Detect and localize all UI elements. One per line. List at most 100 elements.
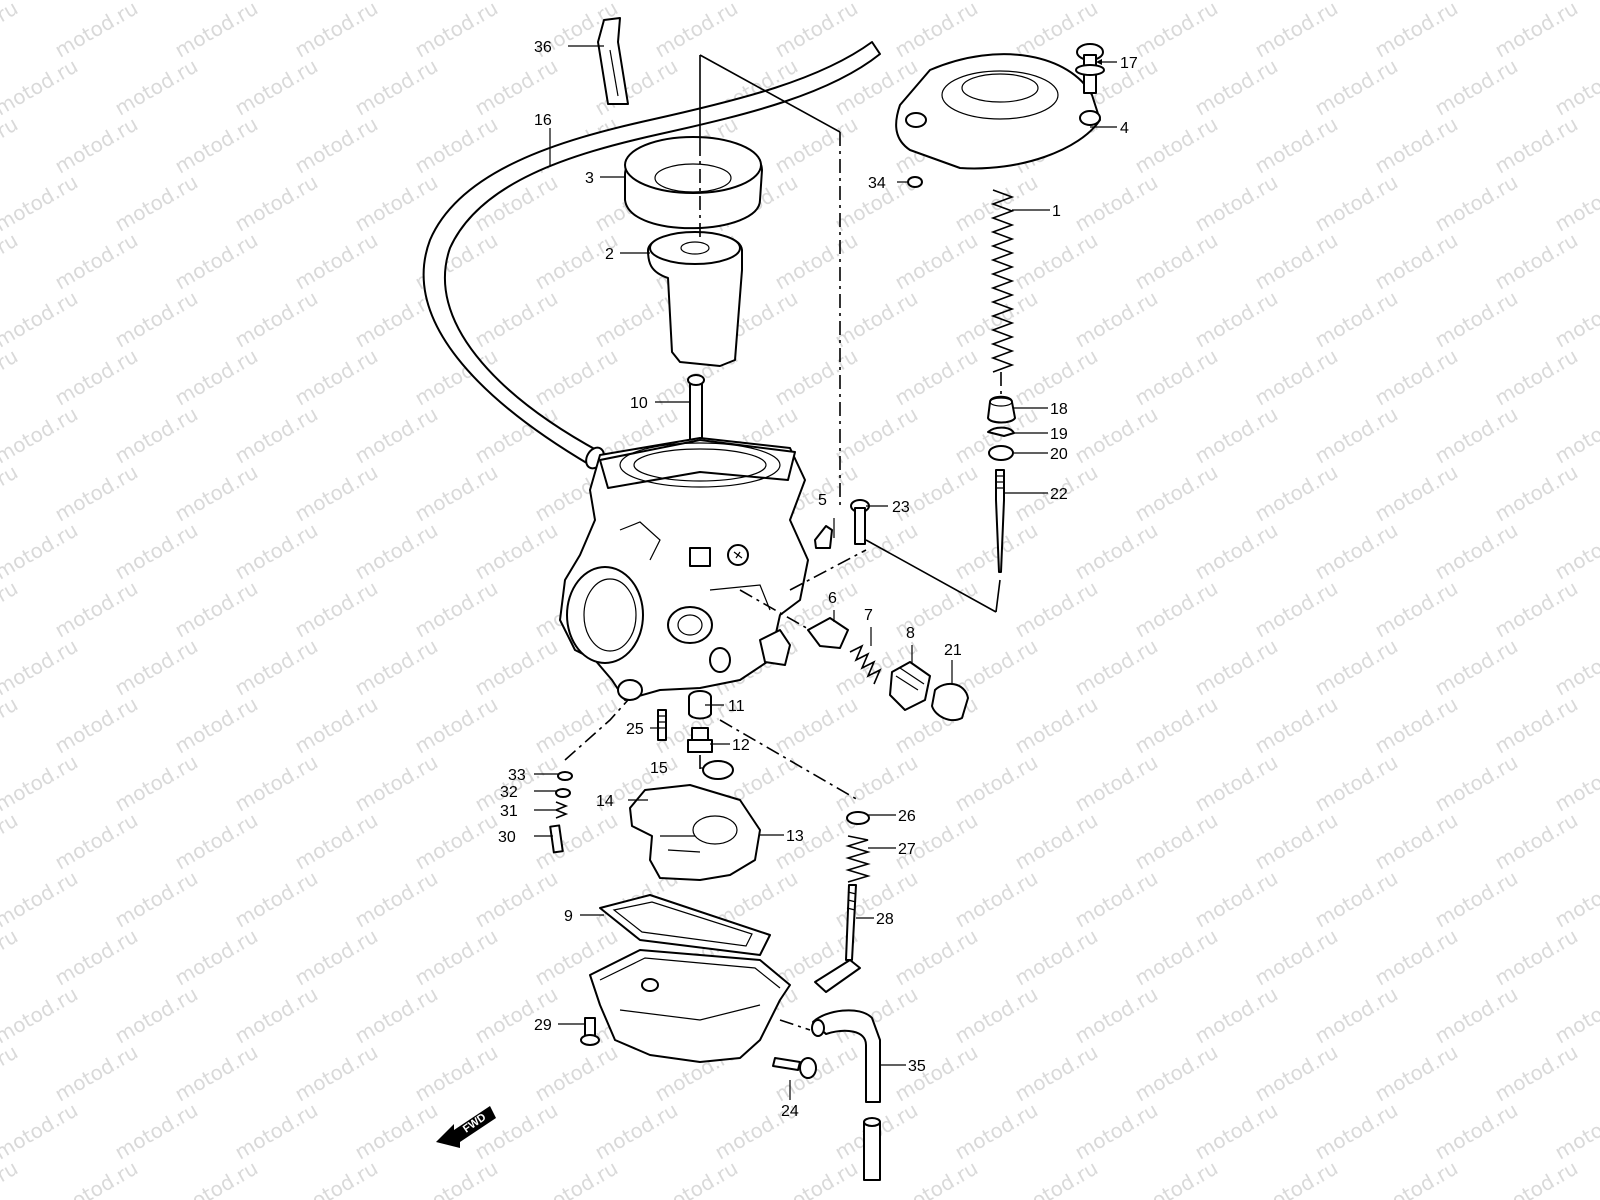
part-31-spring [553, 801, 569, 819]
callout-23: 23 [892, 499, 910, 516]
watermark-text: motod.ru [1191, 1098, 1282, 1165]
callout-5: 5 [818, 492, 827, 509]
watermark-text: motod.ru [1371, 1040, 1462, 1107]
part-carburetor-body [559, 437, 809, 701]
callout-lines [534, 45, 1117, 1100]
watermark-text: motod.ru [111, 634, 202, 701]
watermark-text: motod.ru [531, 808, 622, 875]
watermark-text: motod.ru [1371, 460, 1462, 527]
watermark-text: motod.ru [1371, 808, 1462, 875]
watermark-text: motod.ru [1491, 112, 1582, 179]
watermark-text: motod.ru [1071, 982, 1162, 1049]
watermark-text: motod.ru [291, 1156, 382, 1200]
watermark-text: motod.ru [651, 1156, 742, 1200]
watermark-text: motod.ru [531, 692, 622, 759]
assembly-lines [564, 54, 1002, 1031]
watermark-text: motod.ru [51, 228, 142, 295]
watermark-text: motod.ru [1131, 344, 1222, 411]
watermark-text: motod.ru [1491, 344, 1582, 411]
watermark-text: motod.ru [1131, 228, 1222, 295]
watermark-text: motod.ru [1491, 460, 1582, 527]
watermark-text: motod.ru [0, 692, 22, 759]
watermark-text: motod.ru [951, 750, 1042, 817]
watermark-text: motod.ru [231, 402, 322, 469]
watermark-text: motod.ru [1311, 1098, 1402, 1165]
part-12-main-jet [687, 727, 713, 753]
watermark-text: motod.ru [291, 576, 382, 643]
watermark-text: motod.ru [771, 692, 862, 759]
watermark-text: motod.ru [171, 1040, 262, 1107]
watermark-text: motod.ru [411, 112, 502, 179]
watermark-text: motod.ru [411, 1156, 502, 1200]
callout-30: 30 [498, 829, 516, 846]
watermark-text: motod.ru [891, 460, 982, 527]
callout-22: 22 [1050, 486, 1068, 503]
watermark-text: motod.ru [1311, 750, 1402, 817]
part-18-spacer [987, 395, 1016, 424]
watermark-text: motod.ru [0, 808, 22, 875]
watermark-text: motod.ru [1551, 54, 1600, 121]
watermark-text: motod.ru [351, 750, 442, 817]
watermark-text: motod.ru [291, 0, 382, 62]
watermark-text: motod.ru [1311, 54, 1402, 121]
watermark-text: motod.ru [1251, 692, 1342, 759]
watermark-text: motod.ru [1551, 402, 1600, 469]
watermark-text: motod.ru [51, 112, 142, 179]
watermark-text: motod.ru [771, 1040, 862, 1107]
callout-17: 17 [1120, 55, 1138, 72]
watermark-text: motod.ru [411, 576, 502, 643]
watermark-text: motod.ru [0, 54, 82, 121]
watermark-text: motod.ru [171, 0, 262, 62]
watermark-text: motod.ru [171, 1156, 262, 1200]
watermark-text: motod.ru [891, 1156, 982, 1200]
watermark-text: motod.ru [351, 518, 442, 585]
watermark-text: motod.ru [1551, 1098, 1600, 1165]
watermark-text: motod.ru [291, 344, 382, 411]
watermark-text: motod.ru [1371, 692, 1462, 759]
watermark-text: motod.ru [111, 518, 202, 585]
watermark-text: motod.ru [771, 0, 862, 62]
watermark-text: motod.ru [1131, 112, 1222, 179]
watermark-text: motod.ru [1311, 170, 1402, 237]
watermark-text: motod.ru [231, 1098, 322, 1165]
watermark-text: motod.ru [1431, 54, 1522, 121]
watermark-text: motod.ru [1131, 576, 1222, 643]
watermark-text: motod.ru [1431, 286, 1522, 353]
watermark-text: motod.ru [1251, 1156, 1342, 1200]
callout-18: 18 [1050, 401, 1068, 418]
watermark-text: motod.ru [1191, 750, 1282, 817]
watermark-text: motod.ru [111, 286, 202, 353]
watermark-text: motod.ru [891, 0, 982, 62]
watermark-text: motod.ru [171, 112, 262, 179]
watermark-text: motod.ru [1371, 0, 1462, 62]
part-8-adjuster [889, 661, 931, 711]
watermark-text: motod.ru [351, 866, 442, 933]
part-27-spring [845, 835, 871, 883]
part-2-piston [647, 231, 743, 367]
part-9-gasket [599, 894, 771, 956]
part-33-washer [557, 771, 573, 781]
part-5-cap [814, 525, 833, 549]
callout-20: 20 [1050, 446, 1068, 463]
watermark-text: motod.ru [351, 54, 442, 121]
watermark-text: motod.ru [1431, 402, 1522, 469]
watermark-text: motod.ru [291, 460, 382, 527]
watermark-text: motod.ru [1251, 460, 1342, 527]
watermark-text: motod.ru [171, 692, 262, 759]
part-11-jet-holder [688, 690, 712, 720]
watermark-text: motod.ru [351, 402, 442, 469]
watermark-text: motod.ru [1431, 634, 1522, 701]
watermark-text: motod.ru [1491, 808, 1582, 875]
watermark-text: motod.ru [1191, 518, 1282, 585]
watermark-text: motod.ru [1371, 924, 1462, 991]
part-28-drain-screw [814, 884, 861, 993]
watermark-text: motod.ru [51, 924, 142, 991]
watermark-text: motod.ru [1071, 634, 1162, 701]
callout-36: 36 [534, 39, 552, 56]
watermark-text: motod.ru [0, 866, 82, 933]
watermark-text: motod.ru [771, 1156, 862, 1200]
part-17-screw [1075, 43, 1105, 94]
callout-27: 27 [898, 841, 916, 858]
watermark-text: motod.ru [51, 1040, 142, 1107]
watermark-text: motod.ru [1551, 982, 1600, 1049]
